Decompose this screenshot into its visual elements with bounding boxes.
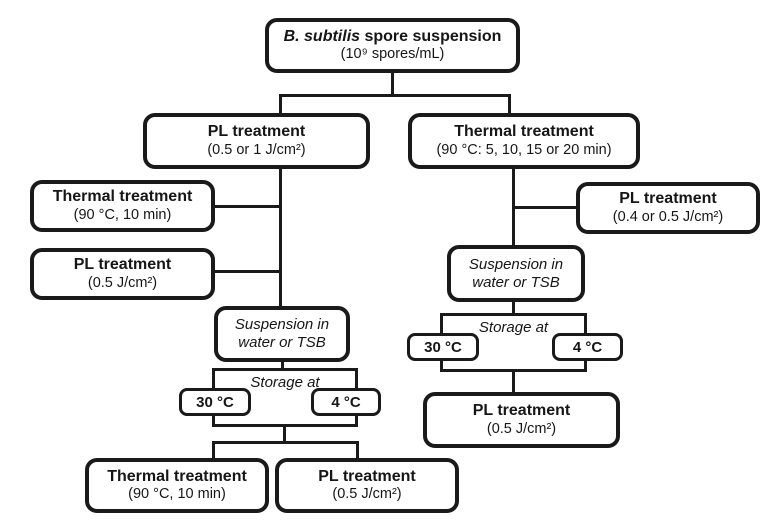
right-final-pl-title: PL treatment bbox=[472, 402, 571, 419]
right-storage-temp-30: 30 °C bbox=[407, 333, 479, 361]
left-pl-treatment-title: PL treatment bbox=[207, 123, 306, 140]
connector-left-storage-stub bbox=[283, 425, 286, 444]
left-final-thermal-title: Thermal treatment bbox=[107, 467, 247, 485]
right-side-pl-title: PL treatment bbox=[619, 190, 717, 207]
left-side-pl-title: PL treatment bbox=[73, 256, 172, 273]
root-spore-suspension-box: B. subtilis spore suspension (10⁹ spores… bbox=[265, 18, 520, 73]
right-side-pl-box: PL treatment (0.4 or 0.5 J/cm²) bbox=[576, 182, 760, 234]
left-storage-temp-4: 4 °C bbox=[311, 388, 381, 416]
connector-left-susp-stub bbox=[281, 360, 284, 371]
left-storage-label: Storage at bbox=[250, 374, 320, 391]
left-final-pl-title: PL treatment bbox=[318, 467, 416, 485]
left-suspension-box: Suspension in water or TSB bbox=[214, 306, 350, 362]
root-title: B. subtilis spore suspension bbox=[284, 28, 502, 47]
right-suspension-line1: Suspension in bbox=[468, 255, 564, 273]
root-title-rest: spore suspension bbox=[360, 27, 502, 45]
left-side-pl-sub: (0.5 J/cm²) bbox=[87, 274, 158, 291]
root-subtitle: (10⁹ spores/mL) bbox=[340, 46, 445, 63]
connector-right-drop bbox=[508, 94, 511, 116]
left-final-thermal-box: Thermal treatment (90 °C, 10 min) bbox=[85, 458, 269, 513]
left-side-thermal-title: Thermal treatment bbox=[52, 188, 193, 205]
connector-left-final2-drop bbox=[356, 441, 359, 461]
right-final-pl-box: PL treatment (0.5 J/cm²) bbox=[423, 392, 620, 448]
connector-top-split bbox=[279, 94, 511, 97]
connector-root-stub bbox=[391, 72, 394, 97]
connector-right-storage-stub bbox=[512, 370, 515, 395]
connector-left-side1 bbox=[212, 205, 282, 208]
left-side-pl-box: PL treatment (0.5 J/cm²) bbox=[30, 248, 215, 300]
right-thermal-treatment-sub: (90 °C: 5, 10, 15 or 20 min) bbox=[436, 141, 612, 158]
connector-left-side2 bbox=[212, 270, 282, 273]
left-final-pl-box: PL treatment (0.5 J/cm²) bbox=[275, 458, 459, 513]
connector-right-side1 bbox=[512, 206, 578, 209]
right-storage-label: Storage at bbox=[478, 319, 549, 336]
connector-left-drop bbox=[279, 94, 282, 116]
left-final-thermal-sub: (90 °C, 10 min) bbox=[128, 486, 226, 503]
left-final-pl-sub: (0.5 J/cm²) bbox=[332, 486, 402, 503]
right-suspension-line2: water or TSB bbox=[472, 273, 560, 291]
connector-left-final1-drop bbox=[212, 441, 215, 461]
right-thermal-treatment-title: Thermal treatment bbox=[454, 123, 594, 140]
left-suspension-line2: water or TSB bbox=[238, 334, 326, 351]
right-suspension-box: Suspension in water or TSB bbox=[447, 245, 585, 302]
left-storage-temp-30: 30 °C bbox=[179, 388, 251, 416]
left-suspension-line1: Suspension in bbox=[234, 316, 330, 334]
right-final-pl-sub: (0.5 J/cm²) bbox=[486, 420, 557, 437]
right-thermal-treatment-box: Thermal treatment (90 °C: 5, 10, 15 or 2… bbox=[408, 113, 640, 169]
connector-right-susp-stub bbox=[512, 300, 515, 316]
left-pl-treatment-sub: (0.5 or 1 J/cm²) bbox=[207, 141, 306, 158]
connector-left-bottom-split bbox=[212, 441, 359, 444]
left-side-thermal-box: Thermal treatment (90 °C, 10 min) bbox=[30, 180, 215, 232]
right-storage-temp-4: 4 °C bbox=[552, 333, 623, 361]
root-title-species: B. subtilis bbox=[283, 27, 361, 45]
connector-left-spine bbox=[279, 167, 282, 309]
left-pl-treatment-box: PL treatment (0.5 or 1 J/cm²) bbox=[143, 113, 370, 169]
left-side-thermal-sub: (90 °C, 10 min) bbox=[73, 206, 172, 223]
right-side-pl-sub: (0.4 or 0.5 J/cm²) bbox=[612, 208, 724, 225]
